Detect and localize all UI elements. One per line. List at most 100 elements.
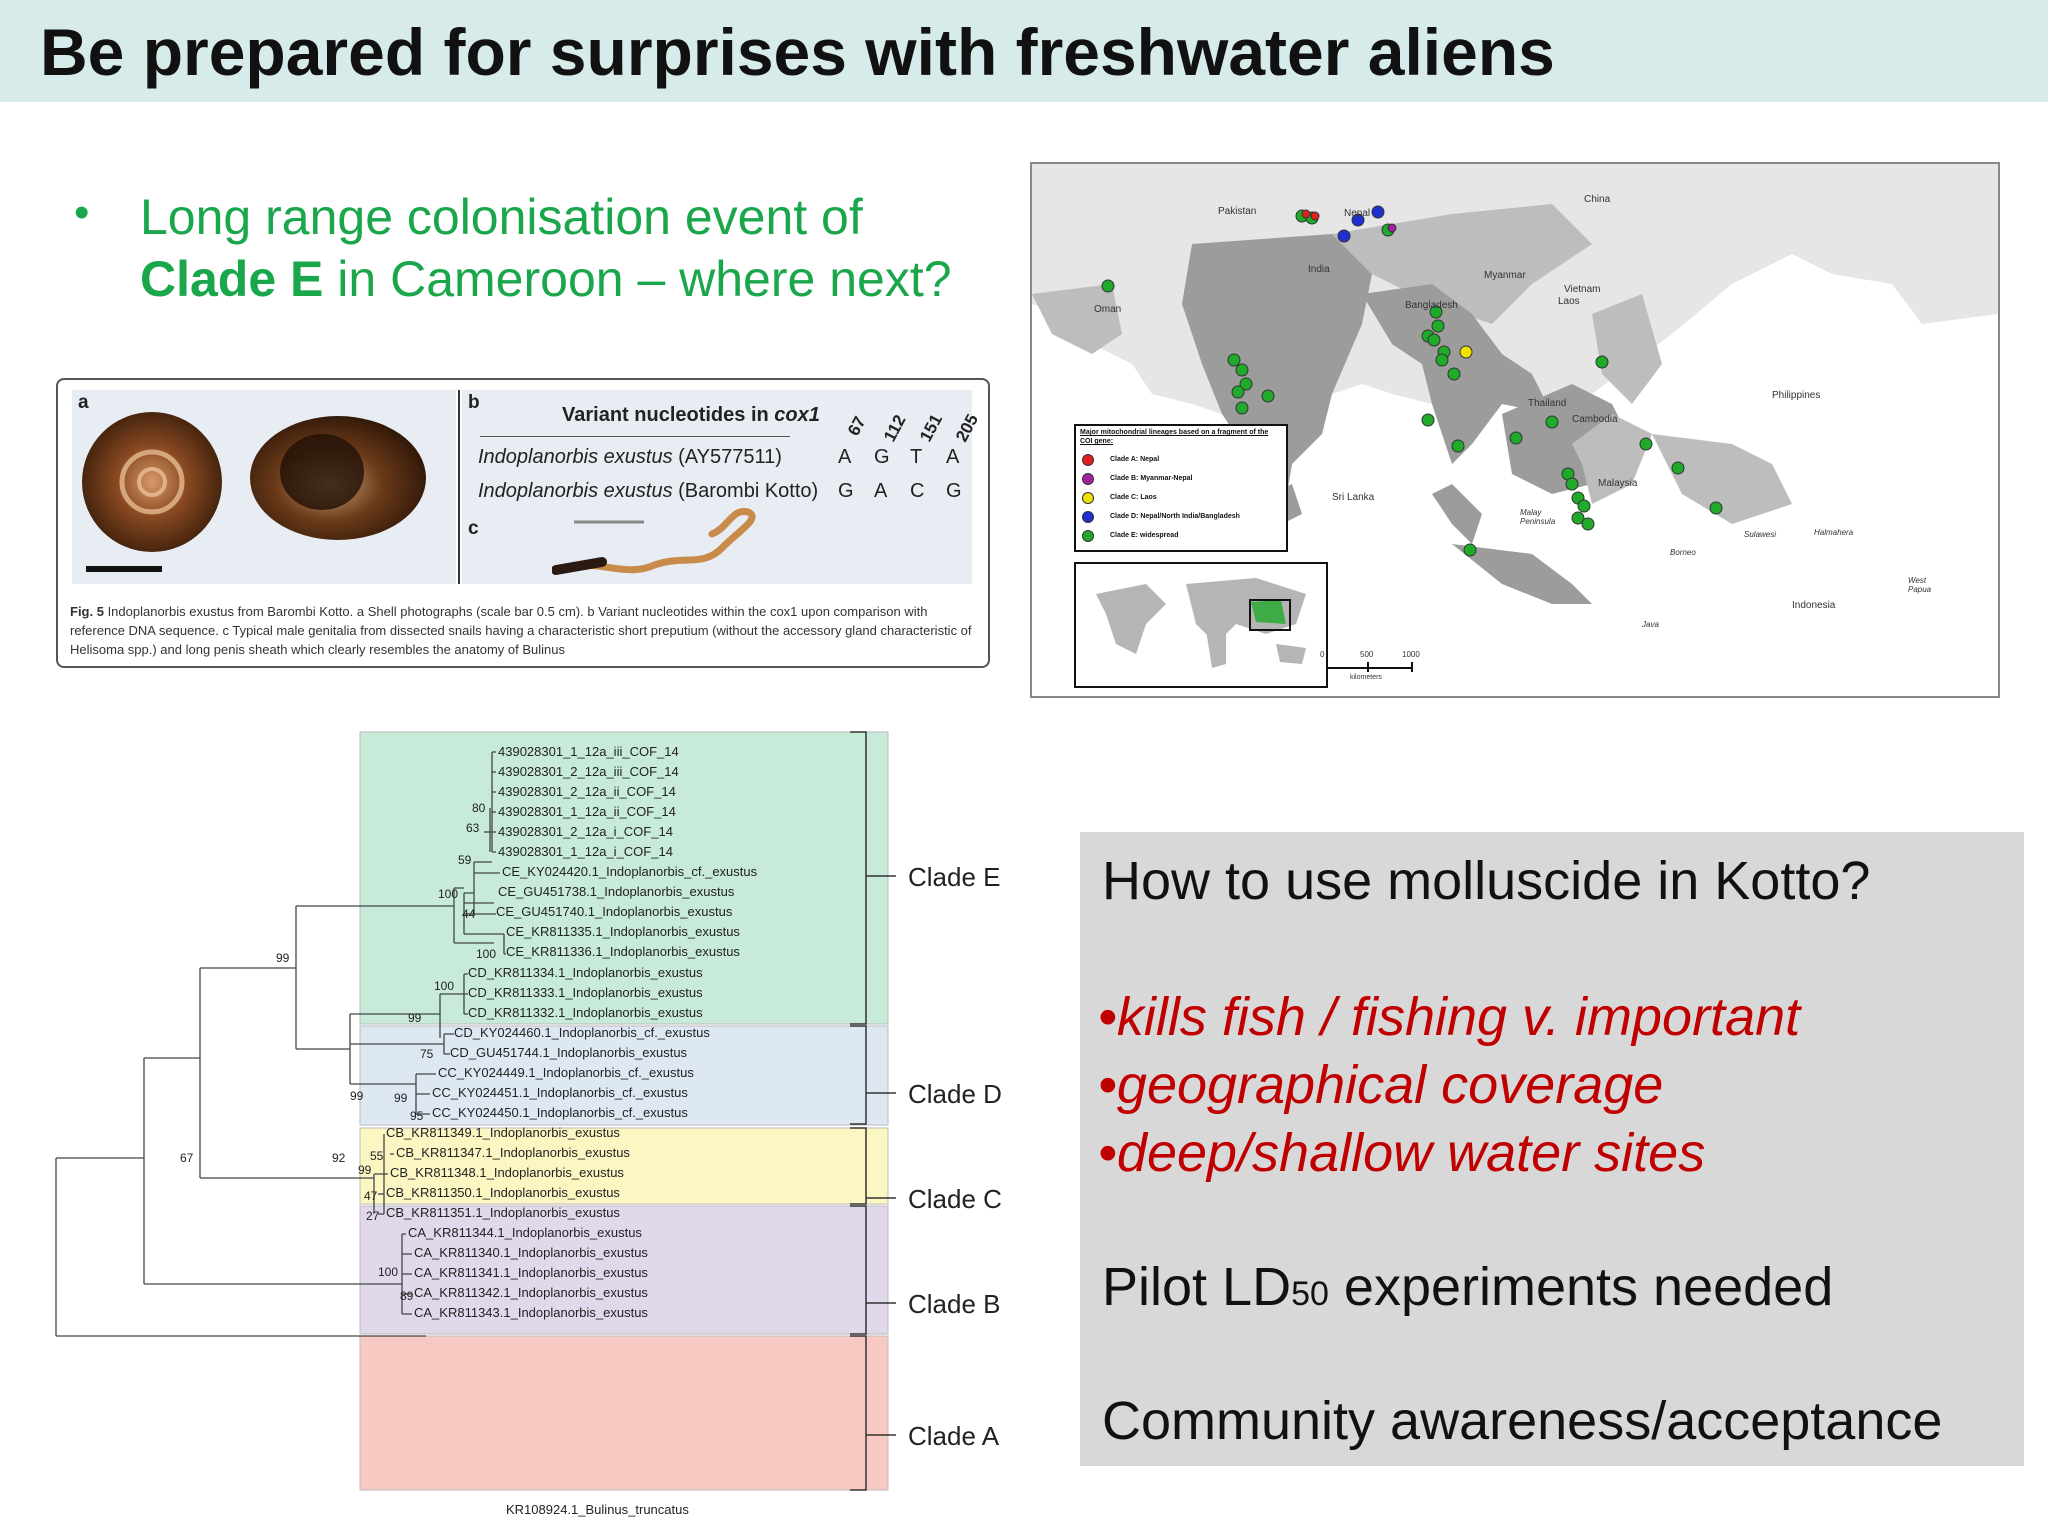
taxon-label: CD_KR811333.1_Indoplanorbis_exustus bbox=[468, 985, 703, 1000]
taxon-label: CB_KR811348.1_Indoplanorbis_exustus bbox=[390, 1165, 624, 1180]
bullet-bold: Clade E bbox=[140, 251, 324, 307]
info-point: •kills fish / fishing v. important bbox=[1098, 987, 1801, 1047]
clade-label-c: Clade C bbox=[908, 1184, 1002, 1214]
panel-b-letter: b bbox=[468, 392, 480, 413]
map-label: Malaysia bbox=[1598, 478, 1638, 489]
clade-label-b: Clade B bbox=[908, 1289, 1001, 1319]
taxon-label: CB_KR811349.1_Indoplanorbis_exustus bbox=[386, 1125, 620, 1140]
info-point: •geographical coverage bbox=[1098, 1055, 1664, 1115]
table-row-2-base: G bbox=[838, 480, 854, 502]
clade-d-box bbox=[359, 1025, 889, 1126]
support-value: 99 bbox=[394, 1091, 408, 1105]
clade-label-a: Clade A bbox=[908, 1421, 1000, 1451]
clade-d-points bbox=[1337, 205, 1385, 243]
map-label: China bbox=[1584, 194, 1611, 205]
india-region bbox=[1182, 234, 1372, 524]
support-value: 63 bbox=[466, 821, 480, 835]
map-label: Philippines bbox=[1772, 390, 1821, 401]
info-point: •deep/shallow water sites bbox=[1098, 1123, 1706, 1183]
world-inset-map bbox=[1074, 562, 1328, 688]
figure-card: a b Variant nuc bbox=[56, 378, 990, 668]
support-value: 99 bbox=[350, 1089, 364, 1103]
taxon-label: 439028301_2_12a_ii_COF_14 bbox=[498, 784, 676, 799]
panel-a-letter: a bbox=[78, 392, 89, 413]
taxon-label: CB_KR811351.1_Indoplanorbis_exustus bbox=[386, 1205, 620, 1220]
map-label: Java bbox=[1642, 620, 1659, 629]
title-bar bbox=[0, 0, 2048, 102]
taxon-label: 439028301_1_12a_i_COF_14 bbox=[498, 844, 673, 859]
legend-title: Major mitochondrial lineages based on a … bbox=[1080, 429, 1269, 445]
taxon-label: 439028301_2_12a_iii_COF_14 bbox=[498, 764, 679, 779]
clade-e-box bbox=[359, 731, 889, 1025]
support-value: 47 bbox=[364, 1189, 378, 1203]
bullet-part2: in Cameroon – where next? bbox=[323, 251, 952, 307]
support-value: 100 bbox=[378, 1265, 398, 1279]
taxon-label: CD_KR811332.1_Indoplanorbis_exustus bbox=[468, 1005, 703, 1020]
support-value: 95 bbox=[410, 1109, 424, 1123]
table-row-2-species: Indoplanorbis exustus (Barombi Kotto) bbox=[478, 480, 819, 502]
map-label: Vietnam bbox=[1564, 284, 1601, 295]
support-values: 80 63 59 100 44 100 100 99 75 99 99 95 5… bbox=[180, 801, 496, 1303]
variant-table-panel: b Variant nucleotides in cox1 67 112 151… bbox=[462, 390, 982, 584]
panel-divider bbox=[458, 390, 460, 584]
shell-left bbox=[82, 412, 222, 552]
table-row-2-base: C bbox=[910, 480, 925, 502]
map-label: Myanmar bbox=[1484, 270, 1526, 281]
legend-swatch bbox=[1082, 510, 1094, 523]
support-value: 92 bbox=[332, 1151, 346, 1165]
support-value: 100 bbox=[438, 887, 458, 901]
pos-205: 205 bbox=[952, 410, 983, 445]
taxon-label: CA_KR811340.1_Indoplanorbis_exustus bbox=[414, 1245, 648, 1260]
taxon-label: 439028301_1_12a_ii_COF_14 bbox=[498, 804, 676, 819]
clade-b-points bbox=[1387, 223, 1397, 233]
clade-label-e: Clade E bbox=[908, 862, 1001, 892]
table-row-1-base: G bbox=[874, 446, 890, 468]
support-value: 59 bbox=[458, 853, 472, 867]
map-label: India bbox=[1308, 264, 1330, 275]
table-rule bbox=[480, 436, 790, 437]
inset-focus-box bbox=[1249, 599, 1291, 631]
scale-unit: kilometers bbox=[1350, 674, 1382, 681]
shell-photo bbox=[82, 412, 426, 572]
support-value: 99 bbox=[276, 951, 290, 965]
map-label: Bangladesh bbox=[1405, 300, 1458, 311]
taxon-label: 439028301_2_12a_i_COF_14 bbox=[498, 824, 673, 839]
support-value: 100 bbox=[434, 979, 454, 993]
clade-brackets bbox=[850, 731, 896, 1491]
table-row-1-base: A bbox=[838, 446, 852, 468]
taxon-label: CD_KR811334.1_Indoplanorbis_exustus bbox=[468, 965, 703, 980]
phylogenetic-tree: Clade E Clade D Clade C Clade B Clade A bbox=[55, 731, 1002, 1517]
taxon-label: CA_KR811344.1_Indoplanorbis_exustus bbox=[408, 1225, 642, 1240]
bullet-part1: Long range colonisation event of bbox=[140, 189, 863, 245]
taxon-label: CE_GU451740.1_Indoplanorbis_exustus bbox=[496, 904, 733, 919]
taxon-label: CC_KY024451.1_Indoplanorbis_cf._exustus bbox=[432, 1085, 688, 1100]
taxon-label: CB_KR811347.1_Indoplanorbis_exustus bbox=[396, 1145, 630, 1160]
map-label: Borneo bbox=[1670, 548, 1696, 557]
clade-a-points bbox=[1301, 209, 1320, 221]
pos-151: 151 bbox=[916, 410, 947, 445]
info-pilot: Pilot LD50 experiments needed bbox=[1102, 1257, 1834, 1317]
legend-item: Clade E: widespread bbox=[1076, 526, 1286, 545]
taxon-label: CE_KR811336.1_Indoplanorbis_exustus bbox=[506, 944, 740, 959]
scale-bar bbox=[86, 566, 162, 572]
sample-points bbox=[1101, 205, 1723, 557]
map-label: Oman bbox=[1094, 304, 1122, 315]
taxon-label: CC_KY024450.1_Indoplanorbis_cf._exustus bbox=[432, 1105, 688, 1120]
clade-c-box bbox=[359, 1127, 889, 1205]
clade-a-box bbox=[359, 1335, 889, 1491]
taxon-label: CC_KY024449.1_Indoplanorbis_cf._exustus bbox=[438, 1065, 694, 1080]
scale-label: 1000 bbox=[1402, 650, 1420, 659]
map-label: Cambodia bbox=[1572, 414, 1618, 425]
table-row-2-base: G bbox=[946, 480, 962, 502]
legend-swatch bbox=[1082, 453, 1094, 466]
map-label: Nepal bbox=[1344, 208, 1371, 219]
support-value: 27 bbox=[366, 1209, 380, 1223]
clade-b-box bbox=[359, 1205, 889, 1335]
taxon-label: CD_GU451744.1_Indoplanorbis_exustus bbox=[450, 1045, 688, 1060]
map-label: Indonesia bbox=[1792, 600, 1836, 611]
taxon-label: CA_KR811341.1_Indoplanorbis_exustus bbox=[414, 1265, 648, 1280]
slide-title: Be prepared for surprises with freshwate… bbox=[40, 15, 1555, 89]
shell-photo-panel: a bbox=[72, 390, 456, 584]
map-label: Pakistan bbox=[1218, 206, 1257, 217]
